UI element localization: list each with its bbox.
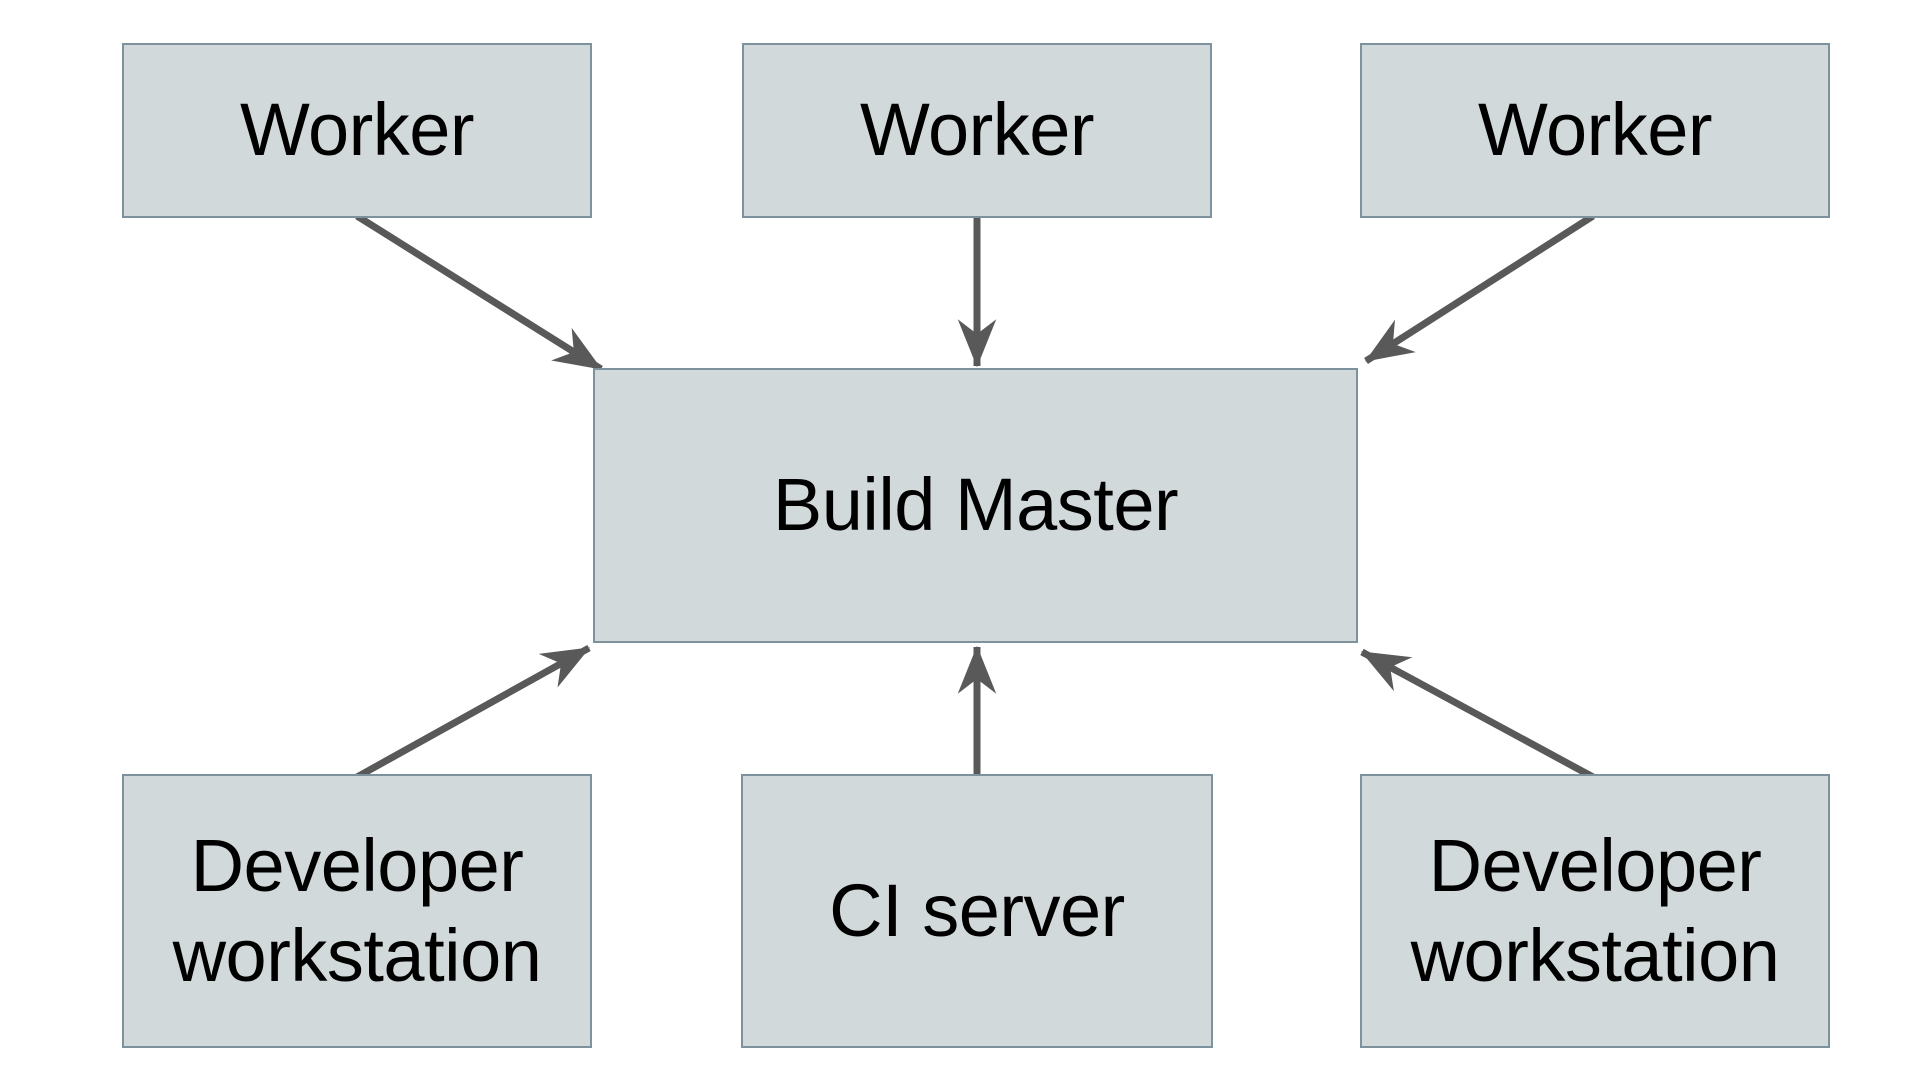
- node-worker-2: Worker: [742, 43, 1212, 218]
- arrow-worker1-to-buildmaster: [355, 213, 603, 372]
- node-developer-workstation-left: Developer workstation: [122, 774, 592, 1048]
- node-build-master: Build Master: [593, 368, 1358, 643]
- node-ci-server: CI server: [741, 774, 1213, 1048]
- arrow-devleft-to-buildmaster: [355, 644, 591, 781]
- node-worker-3-label: Worker: [1477, 88, 1713, 172]
- node-developer-workstation-left-label: Developer workstation: [172, 823, 542, 997]
- node-worker-1: Worker: [122, 43, 592, 218]
- node-ci-server-label: CI server: [829, 868, 1125, 952]
- node-worker-2-label: Worker: [859, 88, 1095, 172]
- node-worker-3: Worker: [1360, 43, 1830, 218]
- node-developer-workstation-right: Developer workstation: [1360, 774, 1830, 1048]
- node-developer-workstation-right-label: Developer workstation: [1410, 823, 1780, 997]
- node-build-master-label: Build Master: [772, 463, 1179, 547]
- arrow-devright-to-buildmaster: [1360, 648, 1595, 781]
- node-worker-1-label: Worker: [239, 88, 475, 172]
- arrow-worker3-to-buildmaster: [1364, 213, 1595, 364]
